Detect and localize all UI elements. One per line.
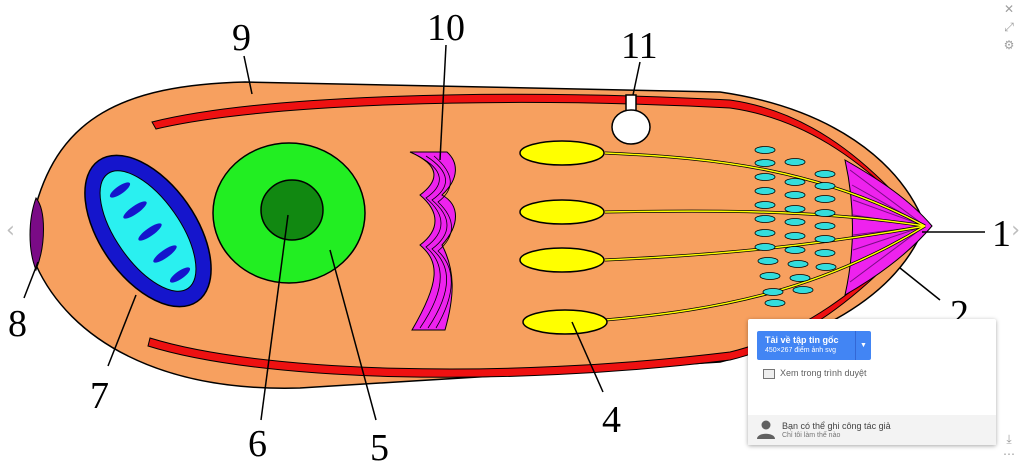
download-popup: Tải về tập tin gốc 450×267 điểm ảnh svg … bbox=[748, 319, 996, 445]
label-7: 7 bbox=[90, 375, 109, 417]
label-6: 6 bbox=[248, 423, 267, 463]
chevron-down-icon[interactable]: ▼ bbox=[860, 342, 867, 349]
attribution-row: Bạn có thể ghi công tác giả Chỉ tôi làm … bbox=[748, 415, 996, 445]
label-1: 1 bbox=[992, 213, 1011, 255]
settings-icon[interactable]: ⚙ bbox=[1003, 38, 1015, 52]
label-10: 10 bbox=[427, 7, 465, 49]
image-icon bbox=[763, 369, 775, 379]
granules bbox=[754, 146, 837, 307]
label-4: 4 bbox=[602, 399, 621, 441]
yellow-bodies bbox=[519, 140, 608, 335]
anterior-cap bbox=[29, 197, 44, 272]
more-icon[interactable]: ⋯ bbox=[1003, 447, 1015, 461]
expand-icon[interactable]: ⤢ bbox=[1004, 20, 1014, 34]
nucleus bbox=[260, 179, 324, 241]
cristae bbox=[109, 182, 191, 283]
user-icon bbox=[757, 420, 775, 439]
view-in-browser-label: Xem trong trình duyệt bbox=[780, 368, 867, 378]
next-image-button[interactable]: › bbox=[1011, 218, 1020, 243]
label-9: 9 bbox=[232, 17, 251, 59]
download-size: 450×267 điểm ảnh svg bbox=[765, 347, 837, 354]
attribution-title: Bạn có thể ghi công tác giả bbox=[782, 421, 891, 431]
download-main[interactable]: Tải về tập tin gốc 450×267 điểm ảnh svg bbox=[757, 331, 856, 360]
download-original-button[interactable]: Tải về tập tin gốc 450×267 điểm ảnh svg … bbox=[757, 331, 871, 360]
label-11: 11 bbox=[621, 25, 658, 67]
label-5: 5 bbox=[370, 427, 389, 463]
download-label: Tải về tập tin gốc bbox=[765, 335, 839, 345]
download-icon[interactable]: ⤓ bbox=[1006, 432, 1012, 446]
leader-lines bbox=[23, 44, 985, 421]
label-8: 8 bbox=[8, 303, 27, 345]
attribution-howto-link[interactable]: Chỉ tôi làm thế nào bbox=[782, 432, 841, 439]
previous-image-button[interactable]: ‹ bbox=[6, 218, 15, 243]
vacuole bbox=[611, 109, 651, 145]
close-icon[interactable]: ✕ bbox=[1003, 2, 1015, 16]
